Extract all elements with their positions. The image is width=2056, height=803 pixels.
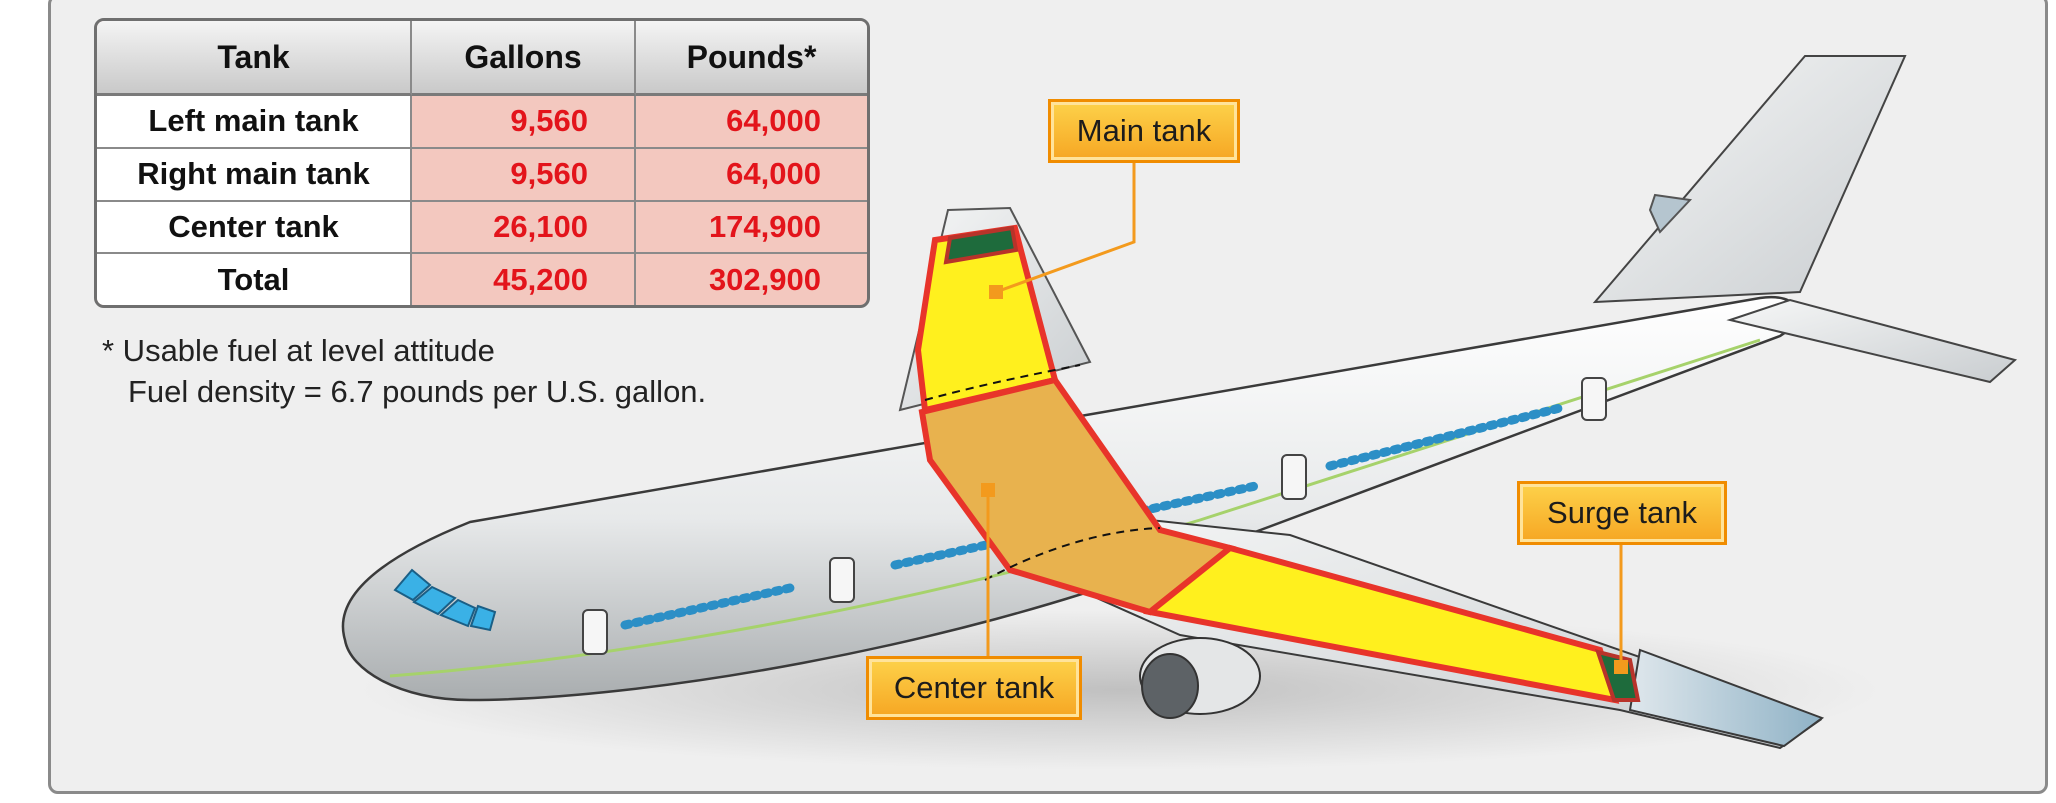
cockpit-window-2 xyxy=(412,585,457,616)
fuel-capacity-table: Tank Gallons Pounds* Left main tank 9,56… xyxy=(94,18,870,308)
door-3 xyxy=(1281,454,1307,500)
door-2 xyxy=(829,557,855,603)
row-gallons: 26,100 xyxy=(412,201,636,255)
main-tank-leader xyxy=(995,163,1136,294)
table-row-total: Total 45,200 302,900 xyxy=(97,254,867,305)
row-tank-name: Left main tank xyxy=(97,96,412,149)
table-row: Center tank 26,100 174,900 xyxy=(97,201,867,255)
horizontal-stabilizer xyxy=(1726,298,2018,384)
row-pounds: 174,900 xyxy=(636,202,867,255)
row-pounds: 64,000 xyxy=(636,96,867,149)
center-tank-marker xyxy=(981,483,995,497)
header-tank: Tank xyxy=(97,21,412,96)
engine-intake xyxy=(1141,653,1199,719)
door-4 xyxy=(1581,377,1607,421)
cockpit-window-1 xyxy=(393,568,432,602)
footnote-line-1: * Usable fuel at level attitude xyxy=(102,333,495,368)
table-row: Left main tank 9,560 64,000 xyxy=(97,96,867,149)
footnote-line-2: Fuel density = 6.7 pounds per U.S. gallo… xyxy=(128,374,707,409)
passenger-windows-front xyxy=(620,583,795,630)
wing-spar-dashed-left xyxy=(924,364,1081,401)
surge-tank-left xyxy=(943,225,1019,265)
header-gallons: Gallons xyxy=(412,21,636,96)
footnote: * Usable fuel at level attitude Fuel den… xyxy=(102,330,706,412)
row-tank-name: Center tank xyxy=(97,201,412,255)
center-tank-callout: Center tank xyxy=(866,656,1082,720)
main-tank-marker xyxy=(989,285,1003,299)
row-pounds: 64,000 xyxy=(636,149,867,202)
row-gallons: 9,560 xyxy=(412,148,636,202)
surge-tank-marker xyxy=(1614,660,1628,674)
row-tank-name: Right main tank xyxy=(97,148,412,202)
door-1 xyxy=(582,609,608,655)
table-row: Right main tank 9,560 64,000 xyxy=(97,148,867,202)
row-gallons: 45,200 xyxy=(412,254,636,305)
wing-spar-dashed-center xyxy=(984,527,1161,581)
vertical-stabilizer-dark xyxy=(1648,193,1693,234)
surge-tank-callout: Surge tank xyxy=(1517,481,1727,545)
table-header-row: Tank Gallons Pounds* xyxy=(97,21,867,96)
row-tank-name: Total xyxy=(97,254,412,305)
row-gallons: 9,560 xyxy=(412,96,636,149)
passenger-windows-rear xyxy=(1325,403,1565,471)
header-pounds: Pounds* xyxy=(636,21,867,96)
vertical-stabilizer xyxy=(1592,55,1907,304)
cockpit-window-3 xyxy=(439,598,477,628)
cockpit-window-4 xyxy=(469,604,497,632)
main-tank-right-fill xyxy=(1143,544,1620,704)
row-pounds: 302,900 xyxy=(708,261,821,297)
main-tank-callout: Main tank xyxy=(1048,99,1240,163)
